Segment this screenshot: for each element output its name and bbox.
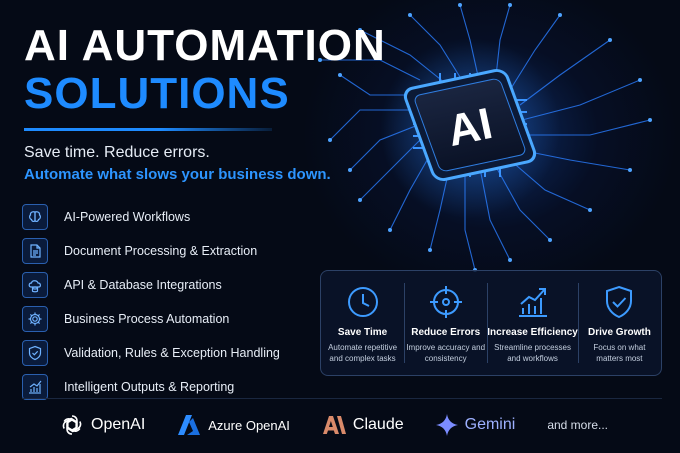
- benefit-drive-growth: Drive Growth Focus on what matters most: [577, 271, 661, 375]
- feature-item: Document Processing & Extraction: [22, 234, 312, 268]
- feature-item: AI-Powered Workflows: [22, 200, 312, 234]
- benefit-title: Drive Growth: [588, 327, 651, 338]
- cloud-database-icon: [22, 272, 48, 298]
- benefit-title: Increase Efficiency: [487, 327, 578, 338]
- feature-item: API & Database Integrations: [22, 268, 312, 302]
- headline-line-1: AI AUTOMATION: [24, 21, 386, 70]
- shield-check-icon: [22, 340, 48, 366]
- brand-label: Azure OpenAI: [208, 417, 290, 433]
- feature-list: AI-Powered Workflows Document Processing…: [22, 200, 312, 404]
- benefit-desc: Automate repetitive and complex tasks: [328, 343, 398, 363]
- headline-underline: [24, 128, 272, 131]
- openai-logo-icon: [62, 415, 82, 435]
- feature-item: Intelligent Outputs & Reporting: [22, 370, 312, 404]
- document-icon: [22, 238, 48, 264]
- chip-label: AI: [443, 99, 496, 156]
- tagline-primary: Save time. Reduce errors.: [24, 144, 210, 161]
- feature-label: AI-Powered Workflows: [64, 210, 191, 224]
- brand-label: Gemini: [464, 416, 516, 433]
- brand-azure-openai: Azure OpenAI: [177, 414, 290, 436]
- more-providers-label: and more...: [547, 418, 609, 432]
- brand-gemini: Gemini: [435, 414, 516, 436]
- gear-icon: [22, 306, 48, 332]
- brand-label: Claude: [352, 416, 404, 433]
- benefits-panel: Save Time Automate repetitive and comple…: [320, 270, 662, 376]
- feature-label: Business Process Automation: [64, 312, 230, 326]
- benefit-increase-efficiency: Increase Efficiency Streamline processes…: [487, 271, 578, 375]
- brain-icon: [22, 204, 48, 230]
- footer-divider: [22, 398, 662, 399]
- feature-label: Validation, Rules & Exception Handling: [64, 346, 280, 360]
- growth-chart-icon: [518, 288, 547, 317]
- benefit-title: Save Time: [337, 327, 388, 338]
- feature-item: Validation, Rules & Exception Handling: [22, 336, 312, 370]
- chart-icon: [22, 374, 48, 400]
- benefit-desc: Focus on what matters most: [593, 343, 646, 363]
- benefit-save-time: Save Time Automate repetitive and comple…: [321, 271, 404, 375]
- brand-label: OpenAI: [91, 416, 146, 433]
- feature-item: Business Process Automation: [22, 302, 312, 336]
- feature-label: Document Processing & Extraction: [64, 244, 258, 258]
- azure-logo-icon: [178, 415, 201, 435]
- tagline-secondary: Automate what slows your business down.: [24, 166, 331, 183]
- headline-line-2: SOLUTIONS: [24, 69, 290, 118]
- target-icon: [429, 286, 462, 318]
- shield-check-icon: [606, 285, 633, 319]
- benefit-desc: Improve accuracy and consistency: [406, 343, 486, 363]
- ai-chip-illustration: AI: [318, 3, 652, 272]
- claude-logo-icon: [322, 416, 346, 434]
- gemini-logo-icon: [435, 414, 458, 436]
- benefit-reduce-errors: Reduce Errors Improve accuracy and consi…: [404, 271, 487, 375]
- brand-claude: Claude: [322, 415, 404, 435]
- clock-icon: [347, 287, 378, 317]
- benefit-desc: Streamline processes and workflows: [494, 343, 571, 363]
- feature-label: Intelligent Outputs & Reporting: [64, 380, 235, 394]
- provider-logos: OpenAI Azure OpenAI Claude Gemini and mo…: [60, 410, 608, 440]
- brand-openai: OpenAI: [60, 413, 145, 437]
- feature-label: API & Database Integrations: [64, 278, 222, 292]
- benefit-title: Reduce Errors: [411, 327, 481, 338]
